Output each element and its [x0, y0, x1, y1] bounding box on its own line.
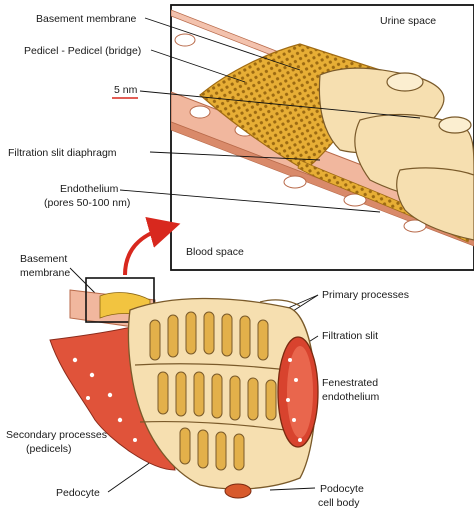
- label-primary-processes: Primary processes: [322, 289, 409, 301]
- inset-panel: Urine space Blood space: [171, 5, 474, 270]
- urine-space-label: Urine space: [380, 15, 436, 27]
- label-pedocyte: Pedocyte: [56, 487, 100, 499]
- label-endothelium: Endothelium: [60, 183, 119, 195]
- label-fenestrated-1: Fenestrated: [322, 377, 378, 389]
- podocyte-nucleus: [225, 484, 251, 498]
- blood-space-label: Blood space: [186, 246, 244, 258]
- glomerular-capillary: [50, 278, 318, 498]
- label-fenestrated-2: endothelium: [322, 391, 379, 403]
- label-basement-membrane: Basement membrane: [36, 13, 137, 25]
- label-5nm: 5 nm: [114, 84, 138, 96]
- label-secondary-2: (pedicels): [26, 443, 72, 455]
- label-endothelium-pores: (pores 50-100 nm): [44, 197, 130, 209]
- label-podocyte-body-1: Podocyte: [320, 483, 364, 495]
- label-basement-lower-1: Basement: [20, 253, 67, 265]
- label-podocyte-body-2: cell body: [318, 497, 360, 509]
- label-secondary-1: Secondary processes: [6, 429, 107, 441]
- label-basement-lower-2: membrane: [20, 267, 70, 279]
- magnification-arrow: [125, 228, 165, 275]
- label-filtration-slit-diaphragm: Filtration slit diaphragm: [8, 147, 117, 159]
- label-filtration-slit: Filtration slit: [322, 330, 378, 342]
- label-pedicel-bridge: Pedicel - Pedicel (bridge): [24, 45, 141, 57]
